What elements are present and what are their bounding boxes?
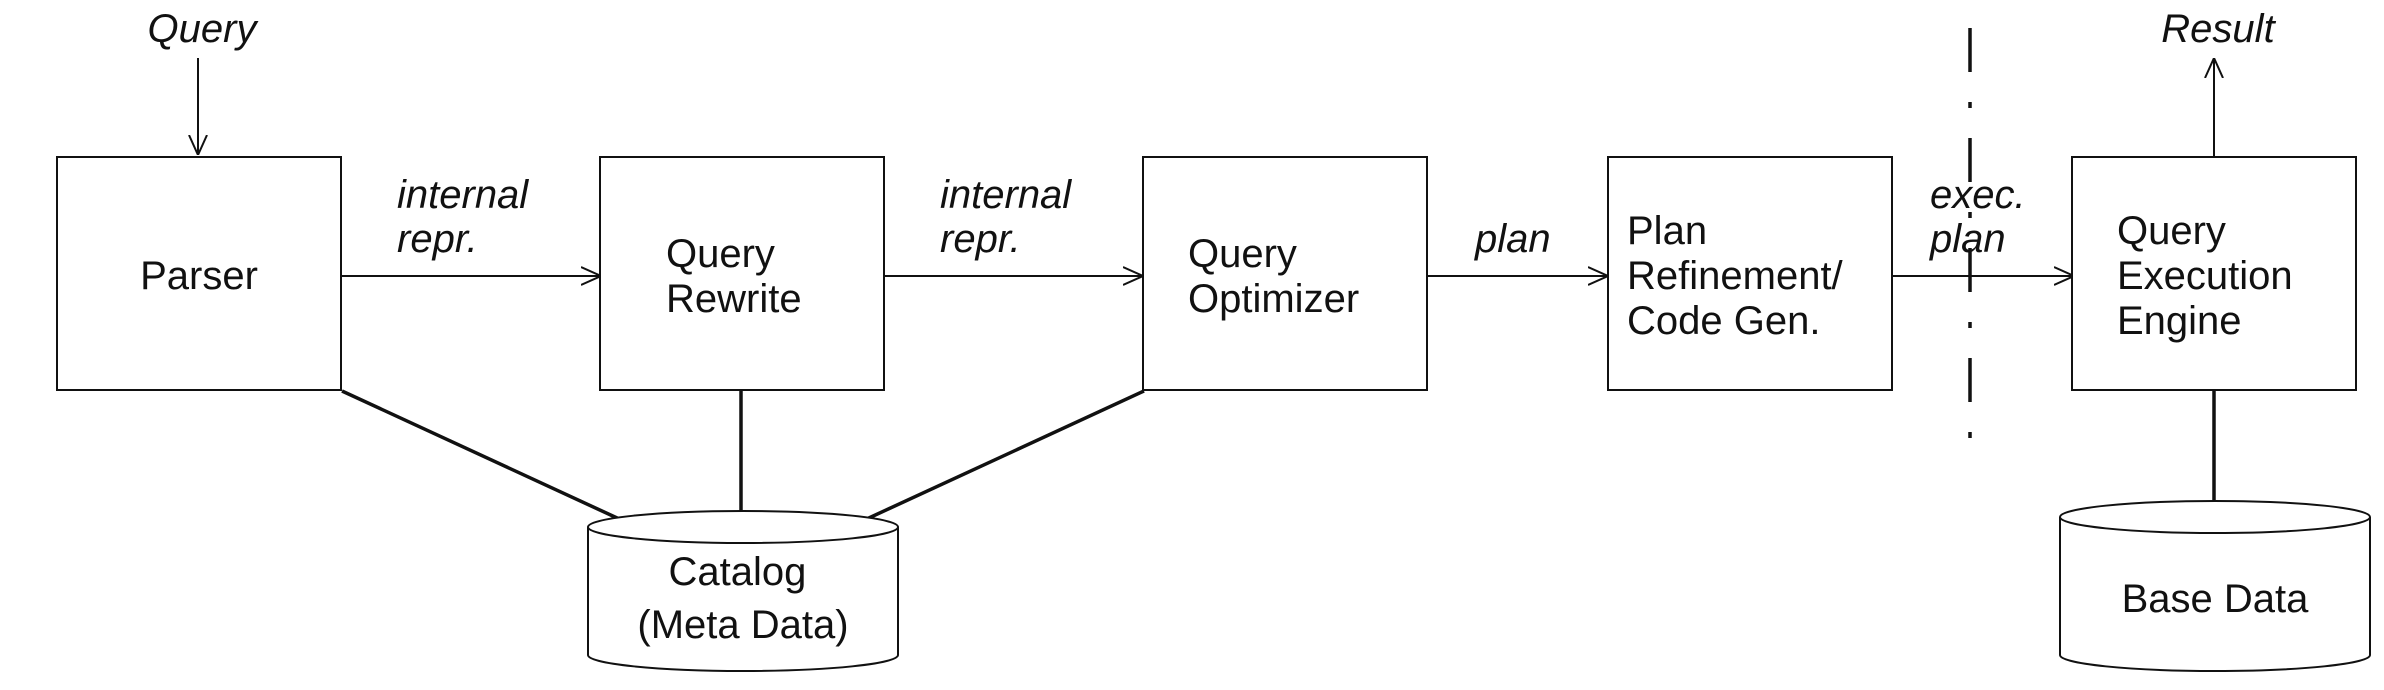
plan-refinement-box: Plan Refinement/ Code Gen. — [1607, 156, 1893, 391]
parser-box: Parser — [56, 156, 342, 391]
parser-label: Parser — [140, 254, 258, 298]
catalog-database: Catalog (Meta Data) — [587, 510, 899, 672]
parser-catalog-connector — [341, 389, 629, 525]
catalog-label: Catalog (Meta Data) — [637, 550, 848, 647]
optimizer-catalog-connector — [857, 389, 1145, 525]
query-rewrite-label: Query Rewrite — [666, 232, 802, 321]
query-input-label: Query — [148, 7, 260, 51]
edge-label-plan: plan — [1474, 217, 1551, 261]
edge-label-internal-repr-1: internal repr. — [397, 173, 539, 261]
edge-label-internal-repr-2: internal repr. — [940, 173, 1082, 261]
plan-refinement-label: Plan Refinement/ Code Gen. — [1627, 209, 1854, 343]
base-data-label: Base Data — [2122, 577, 2310, 621]
query-execution-engine-box: Query Execution Engine — [2071, 156, 2357, 391]
edge-label-exec-plan: exec. plan — [1929, 173, 2037, 261]
query-optimizer-box: Query Optimizer — [1142, 156, 1428, 391]
query-optimizer-label: Query Optimizer — [1188, 232, 1359, 321]
base-data-database: Base Data — [2059, 500, 2371, 672]
query-execution-engine-label: Query Execution Engine — [2117, 209, 2304, 343]
query-rewrite-box: Query Rewrite — [599, 156, 885, 391]
result-output-label: Result — [2161, 7, 2276, 51]
